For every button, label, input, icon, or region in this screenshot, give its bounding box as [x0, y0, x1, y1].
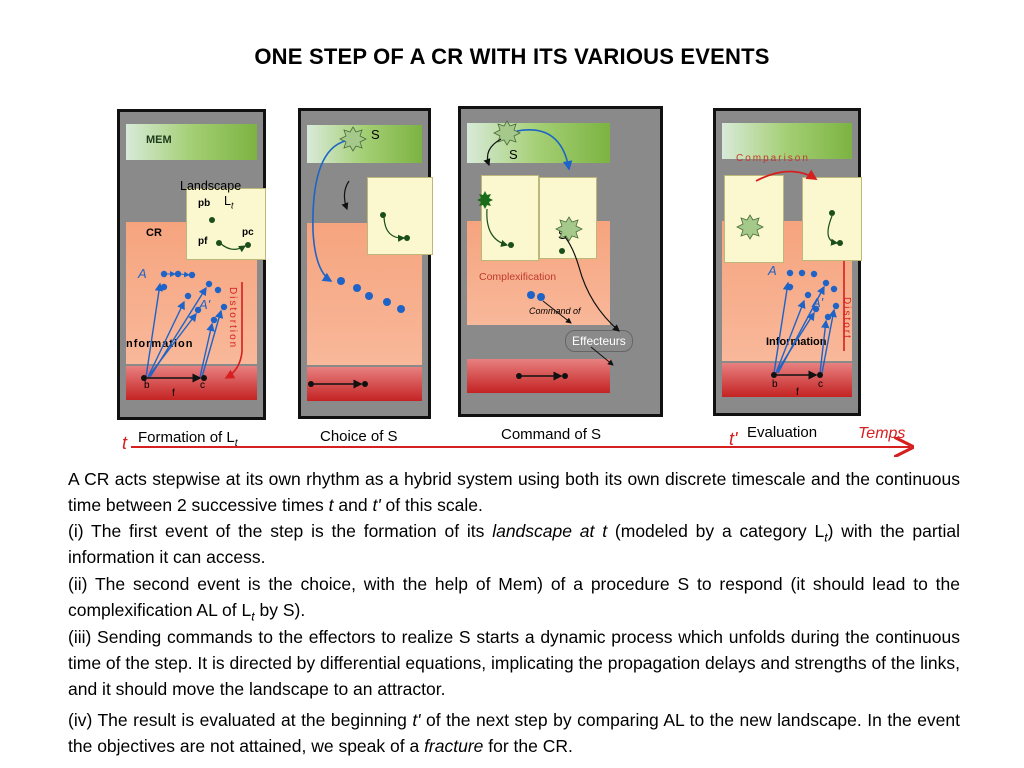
panel-evaluation: Comparison A A' Information Distort b f …	[713, 108, 862, 416]
a-prime-label: A'	[812, 295, 824, 310]
a-label: A	[768, 263, 777, 278]
paragraph-intro: A CR acts stepwise at its own rhythm as …	[68, 469, 960, 515]
panel4-graph	[736, 169, 845, 380]
external-block	[722, 363, 852, 397]
command-label: Command of S	[501, 426, 602, 443]
landscape-document	[186, 188, 266, 260]
panel-choice: S	[298, 108, 433, 419]
panel-command: S S Complexification Command of Effecteu…	[458, 106, 663, 417]
comparison-label: Comparison	[736, 153, 810, 164]
landscape-document	[367, 177, 433, 255]
f-label: f	[172, 388, 175, 399]
paragraph-iv: (iv) The result is evaluated at the begi…	[68, 710, 961, 756]
b-label: b	[772, 379, 778, 390]
panel2-graph	[308, 126, 410, 389]
cr-label: CR	[146, 227, 162, 239]
pf-label: pf	[198, 236, 208, 247]
s-label: S	[371, 127, 380, 142]
landscape-document	[724, 175, 784, 263]
c-label: c	[200, 380, 205, 391]
t-prime-label: t'	[729, 429, 738, 449]
complexification-label: Complexification	[479, 271, 557, 283]
command-of-label: Command of	[529, 306, 581, 316]
node-pb	[209, 217, 215, 223]
temps-label: Temps	[858, 425, 906, 442]
t-label: t	[122, 433, 128, 453]
s-label: S	[509, 147, 518, 162]
star-burst-icon	[339, 126, 367, 152]
mem-label: MEM	[146, 134, 172, 146]
lt-label: Lt	[224, 194, 234, 211]
paragraph-iii: (iii) Sending commands to the effectors …	[68, 627, 960, 699]
mem-block	[722, 123, 852, 159]
mem-block	[467, 123, 610, 163]
effecteurs-label: Effecteurs	[565, 330, 633, 352]
star-burst-icon	[555, 216, 583, 242]
pb-label: pb	[198, 198, 211, 209]
paragraph-i: (i) The first event of the step is the f…	[68, 521, 961, 567]
slide-title: ONE STEP OF A CR WITH ITS VARIOUS EVENTS	[254, 44, 770, 69]
paragraph-ii: (ii) The second event is the choice, wit…	[68, 574, 960, 624]
a-label: A	[138, 266, 147, 281]
node-pc	[245, 242, 251, 248]
panel-formation: MEM CR Landscape Lt pb pf pc A A' nforma…	[117, 109, 266, 420]
formation-label: Formation of Lt	[138, 429, 238, 449]
c-label: c	[818, 379, 823, 390]
pc-label: pc	[242, 227, 254, 238]
node-pf	[216, 240, 222, 246]
new-landscape-document	[802, 177, 862, 261]
f-label: f	[796, 387, 799, 398]
star-burst-icon	[736, 214, 764, 240]
evaluation-label: Evaluation	[747, 424, 818, 441]
landscape-label: Landscape	[180, 179, 242, 193]
mem-block: MEM	[126, 124, 257, 160]
panel3-graph	[477, 120, 620, 381]
b-label: b	[144, 380, 150, 391]
a-prime-label: A'	[199, 297, 211, 312]
star-burst-icon	[477, 191, 493, 209]
choice-label: Choice of S	[320, 428, 398, 445]
panel1-graph	[141, 217, 251, 383]
